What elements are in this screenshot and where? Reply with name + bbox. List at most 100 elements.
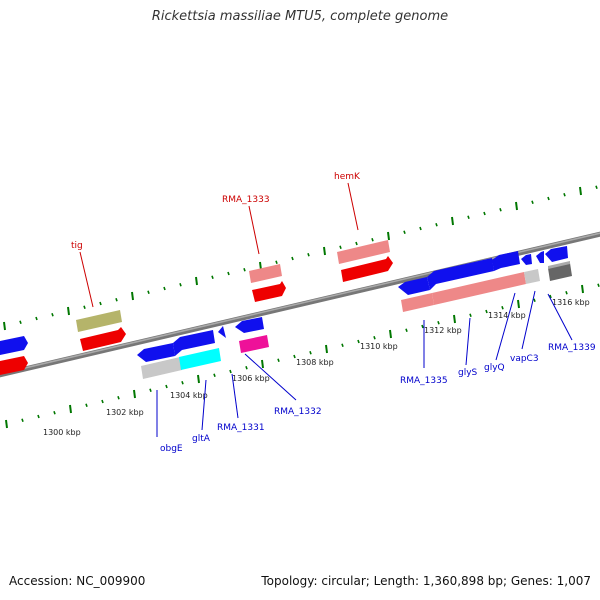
- tick-label-1310: 1310 kbp: [360, 342, 398, 351]
- lower-track-tick: [485, 309, 488, 314]
- tick-label-1304: 1304 kbp: [170, 391, 208, 400]
- upper-track-tick: [131, 291, 134, 301]
- lower-track-tick: [53, 410, 56, 415]
- upper-track-tick: [19, 320, 22, 325]
- feature-glta-cyan: [179, 348, 221, 370]
- leader-vapc3: [521, 290, 536, 350]
- feature-rma1333-pink: [249, 264, 282, 283]
- lower-track-tick: [85, 403, 88, 407]
- feature-blue-1: [398, 277, 430, 295]
- lower-track-tick: [501, 305, 504, 310]
- lower-track-tick: [21, 418, 24, 423]
- leader-rma1331: [231, 373, 239, 419]
- lower-track-tick: [357, 339, 360, 344]
- lower-track-tick: [165, 384, 168, 389]
- feature-glta-blue: [173, 330, 215, 356]
- leader-tig: [79, 251, 94, 308]
- lower-track-tick: [149, 388, 152, 392]
- upper-track-tick: [67, 306, 70, 316]
- tick-label-1302: 1302 kbp: [106, 408, 144, 417]
- gene-label-glta: gltA: [192, 434, 211, 444]
- upper-track-tick: [51, 312, 54, 317]
- upper-track-tick: [179, 282, 182, 287]
- feature-blue-6: [545, 246, 568, 262]
- leader-hemk: [347, 182, 359, 231]
- upper-track-tick: [403, 230, 406, 234]
- gene-label-glyq: glyQ: [484, 363, 505, 373]
- feature-obge-blue: [137, 343, 175, 362]
- tick-labels: 1300 kbp 1302 kbp 1304 kbp 1306 kbp 1308…: [43, 298, 590, 437]
- tick-label-1306: 1306 kbp: [232, 374, 270, 383]
- upper-track-tick: [419, 226, 422, 231]
- feature-rma1332-magenta: [239, 335, 269, 353]
- feature-tig-red: [80, 327, 126, 351]
- lower-track-tick: [453, 314, 456, 324]
- upper-track-tick: [387, 231, 390, 241]
- feature-rma1331-blue: [235, 317, 264, 333]
- lower-track-tick: [309, 350, 312, 355]
- leader-glyq: [495, 292, 516, 361]
- gene-label-rma1331: RMA_1331: [217, 423, 265, 433]
- lower-track-tick: [565, 290, 568, 295]
- upper-track-tick: [563, 192, 566, 197]
- lower-track-tick: [597, 283, 600, 287]
- gene-label-rma1339: RMA_1339: [548, 343, 596, 353]
- feature-blue-2: [427, 258, 494, 290]
- lower-track-tick: [549, 294, 552, 299]
- lower-track-tick: [437, 320, 440, 325]
- feature-rma1335-pink: [401, 293, 434, 312]
- gene-label-hemk: hemK: [334, 172, 361, 182]
- tick-label-1312: 1312 kbp: [424, 326, 462, 335]
- upper-track-tick: [227, 271, 230, 276]
- leader-rma1333: [248, 205, 260, 255]
- lower-track-tick: [325, 344, 328, 354]
- feature-small-blue: [218, 326, 226, 338]
- lower-leader-lines: [156, 290, 573, 437]
- upper-track-tick: [291, 256, 294, 261]
- leader-rma1332: [244, 353, 297, 401]
- feature-partial-blue-left: [0, 336, 28, 355]
- upper-track-tick: [243, 267, 246, 272]
- upper-track-tick: [323, 246, 326, 256]
- upper-track-tick: [531, 200, 534, 204]
- feature-hemk-red: [341, 256, 393, 282]
- lower-track-tick: [69, 404, 72, 414]
- feature-blue-3: [492, 251, 520, 271]
- tick-label-1314: 1314 kbp: [488, 311, 526, 320]
- lower-track-tick: [405, 328, 408, 332]
- lower-track-tick: [213, 373, 216, 377]
- map-title: Rickettsia massiliae MTU5, complete geno…: [151, 9, 449, 24]
- feature-tig-olive: [76, 310, 122, 332]
- leader-glys: [465, 317, 471, 366]
- leader-rma1339: [547, 293, 573, 341]
- tick-label-1316: 1316 kbp: [552, 298, 590, 307]
- upper-track-tick: [115, 297, 118, 302]
- lower-track-tick: [229, 369, 232, 374]
- gene-label-rma1335: RMA_1335: [400, 376, 448, 386]
- tick-label-1308: 1308 kbp: [296, 358, 334, 367]
- gene-label-obge: obgE: [160, 444, 183, 454]
- upper-track-tick: [163, 286, 166, 291]
- upper-track-tick: [275, 260, 278, 264]
- accession-text: Accession: NC_009900: [9, 574, 146, 588]
- lower-track-tick: [181, 380, 184, 385]
- upper-track-tick: [83, 305, 86, 309]
- lower-tick-track: [5, 283, 600, 429]
- upper-gene-labels: tig RMA_1333 hemK: [71, 172, 361, 251]
- upper-track-tick: [579, 186, 582, 196]
- upper-track-tick: [355, 241, 358, 246]
- feature-hemk-pink: [337, 240, 390, 264]
- lower-track-tick: [261, 359, 264, 369]
- lower-track-tick: [101, 399, 104, 404]
- upper-tick-track: [3, 185, 598, 331]
- lower-track-tick: [581, 284, 584, 294]
- upper-track-tick: [339, 245, 342, 249]
- lower-track-tick: [533, 298, 536, 302]
- lower-track-tick: [245, 365, 248, 370]
- lower-track-tick: [37, 414, 40, 419]
- gene-label-vapc3: vapC3: [510, 354, 539, 364]
- upper-track-tick: [483, 211, 486, 216]
- lower-track-tick: [293, 354, 296, 359]
